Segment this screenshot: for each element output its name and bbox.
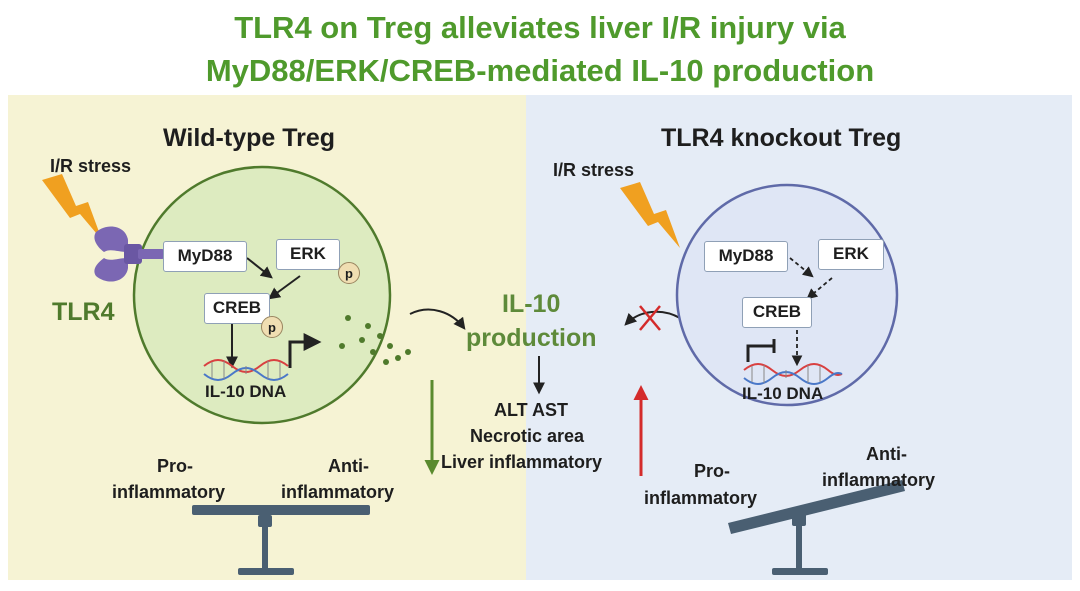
- knockout-heading: TLR4 knockout Treg: [661, 124, 902, 152]
- outcome-liver-inflammatory: Liver inflammatory: [441, 452, 603, 472]
- ir-stress-right-label: I/R stress: [553, 160, 635, 180]
- wild-type-heading: Wild-type Treg: [163, 124, 336, 152]
- lightning-icon: [620, 182, 680, 248]
- anti-inflammatory-left-line2: inflammatory: [281, 482, 395, 502]
- tilted-scale-icon: [728, 480, 905, 575]
- il10-secretion-dots: [339, 315, 411, 365]
- il10-dna-right-icon: [743, 363, 843, 385]
- creb-box: CREB: [204, 293, 270, 324]
- balanced-scale-icon: [192, 505, 370, 575]
- il10-dna-left-icon: [203, 359, 289, 381]
- anti-inflammatory-left-line1: Anti-: [328, 456, 369, 476]
- erk-box-right: ERK: [818, 239, 884, 270]
- lightning-icon: [42, 174, 102, 240]
- myd88-box-right: MyD88: [704, 241, 788, 272]
- outcome-alt-ast: ALT AST: [494, 400, 568, 420]
- pro-inflammatory-left-line1: Pro-: [157, 456, 193, 476]
- production-label: production: [466, 324, 597, 352]
- creb-box-right: CREB: [742, 297, 812, 328]
- blocked-x-icon: [639, 305, 661, 331]
- il10-label: IL-10: [502, 290, 561, 318]
- figure-title-line-1: TLR4 on Treg alleviates liver I/R injury…: [234, 10, 846, 45]
- figure-title-line-2: MyD88/ERK/CREB-mediated IL-10 production: [205, 53, 875, 88]
- il10-dna-right-label: IL-10 DNA: [742, 384, 824, 403]
- phospho-badge-erk: p: [338, 262, 360, 284]
- pro-inflammatory-right-line2: inflammatory: [644, 488, 758, 508]
- ir-stress-label: I/R stress: [50, 156, 132, 176]
- erk-box: ERK: [276, 239, 340, 270]
- tlr4-label: TLR4: [52, 298, 115, 326]
- myd88-box: MyD88: [163, 241, 247, 272]
- outcome-necrotic-area: Necrotic area: [470, 426, 585, 446]
- phospho-badge-creb: p: [261, 316, 283, 338]
- il10-dna-left-label: IL-10 DNA: [205, 382, 287, 401]
- pro-inflammatory-left-line2: inflammatory: [112, 482, 226, 502]
- anti-inflammatory-right-line1: Anti-: [866, 444, 907, 464]
- tlr4-receptor-icon: [94, 226, 164, 282]
- pro-inflammatory-right-line1: Pro-: [694, 461, 730, 481]
- anti-inflammatory-right-line2: inflammatory: [822, 470, 936, 490]
